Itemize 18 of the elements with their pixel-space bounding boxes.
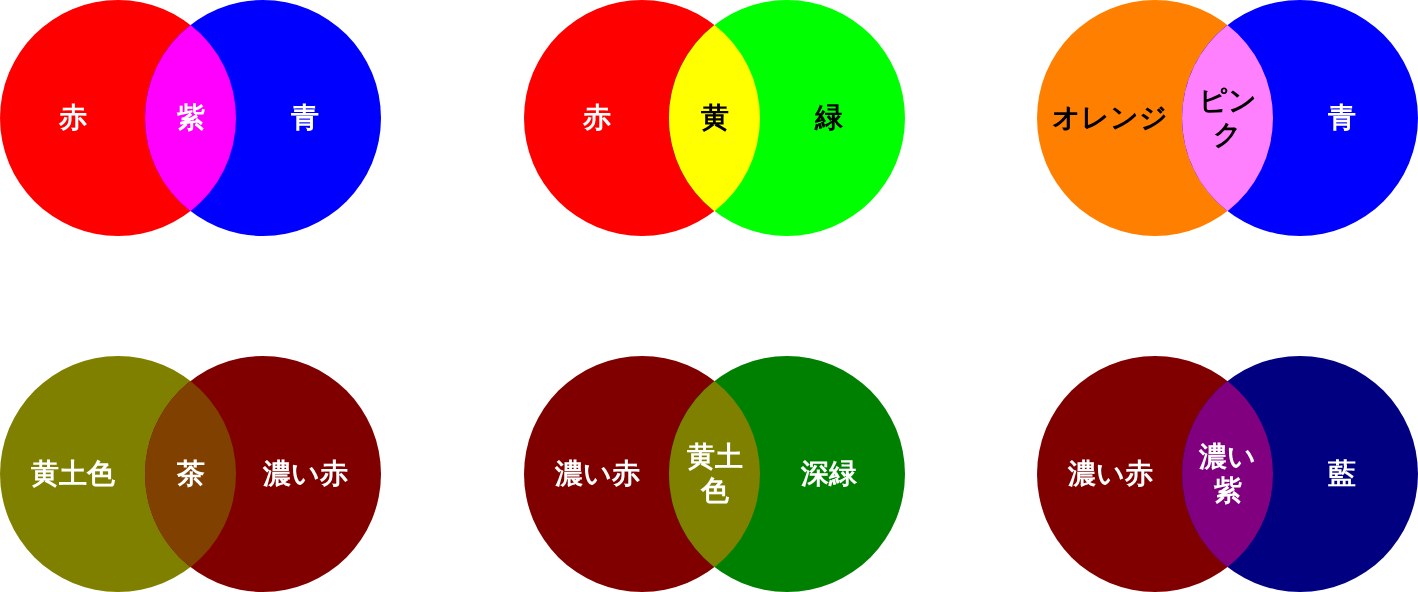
color-name-label: 深緑: [801, 457, 857, 491]
color-name-label: 緑: [815, 101, 843, 135]
color-name-label: 赤: [583, 101, 611, 135]
color-name-label: 濃い赤: [1067, 457, 1153, 491]
color-name-label: 藍: [1328, 457, 1356, 491]
color-name-label: ピンク: [1197, 84, 1258, 152]
color-name-label: 黄土色: [685, 440, 744, 508]
color-name-label: 茶: [175, 457, 206, 491]
color-name-label: 黄: [699, 101, 730, 135]
color-name-label: 紫: [175, 101, 206, 135]
color-name-label: 青: [291, 101, 319, 135]
color-name-label: 濃い赤: [554, 457, 640, 491]
color-name-label: 青: [1328, 101, 1356, 135]
color-name-label: オレンジ: [1052, 101, 1168, 135]
color-name-label: 濃い赤: [262, 457, 348, 491]
color-name-label: 濃い紫: [1198, 440, 1257, 508]
color-name-label: 黄土色: [31, 457, 115, 491]
color-name-label: 赤: [59, 101, 87, 135]
